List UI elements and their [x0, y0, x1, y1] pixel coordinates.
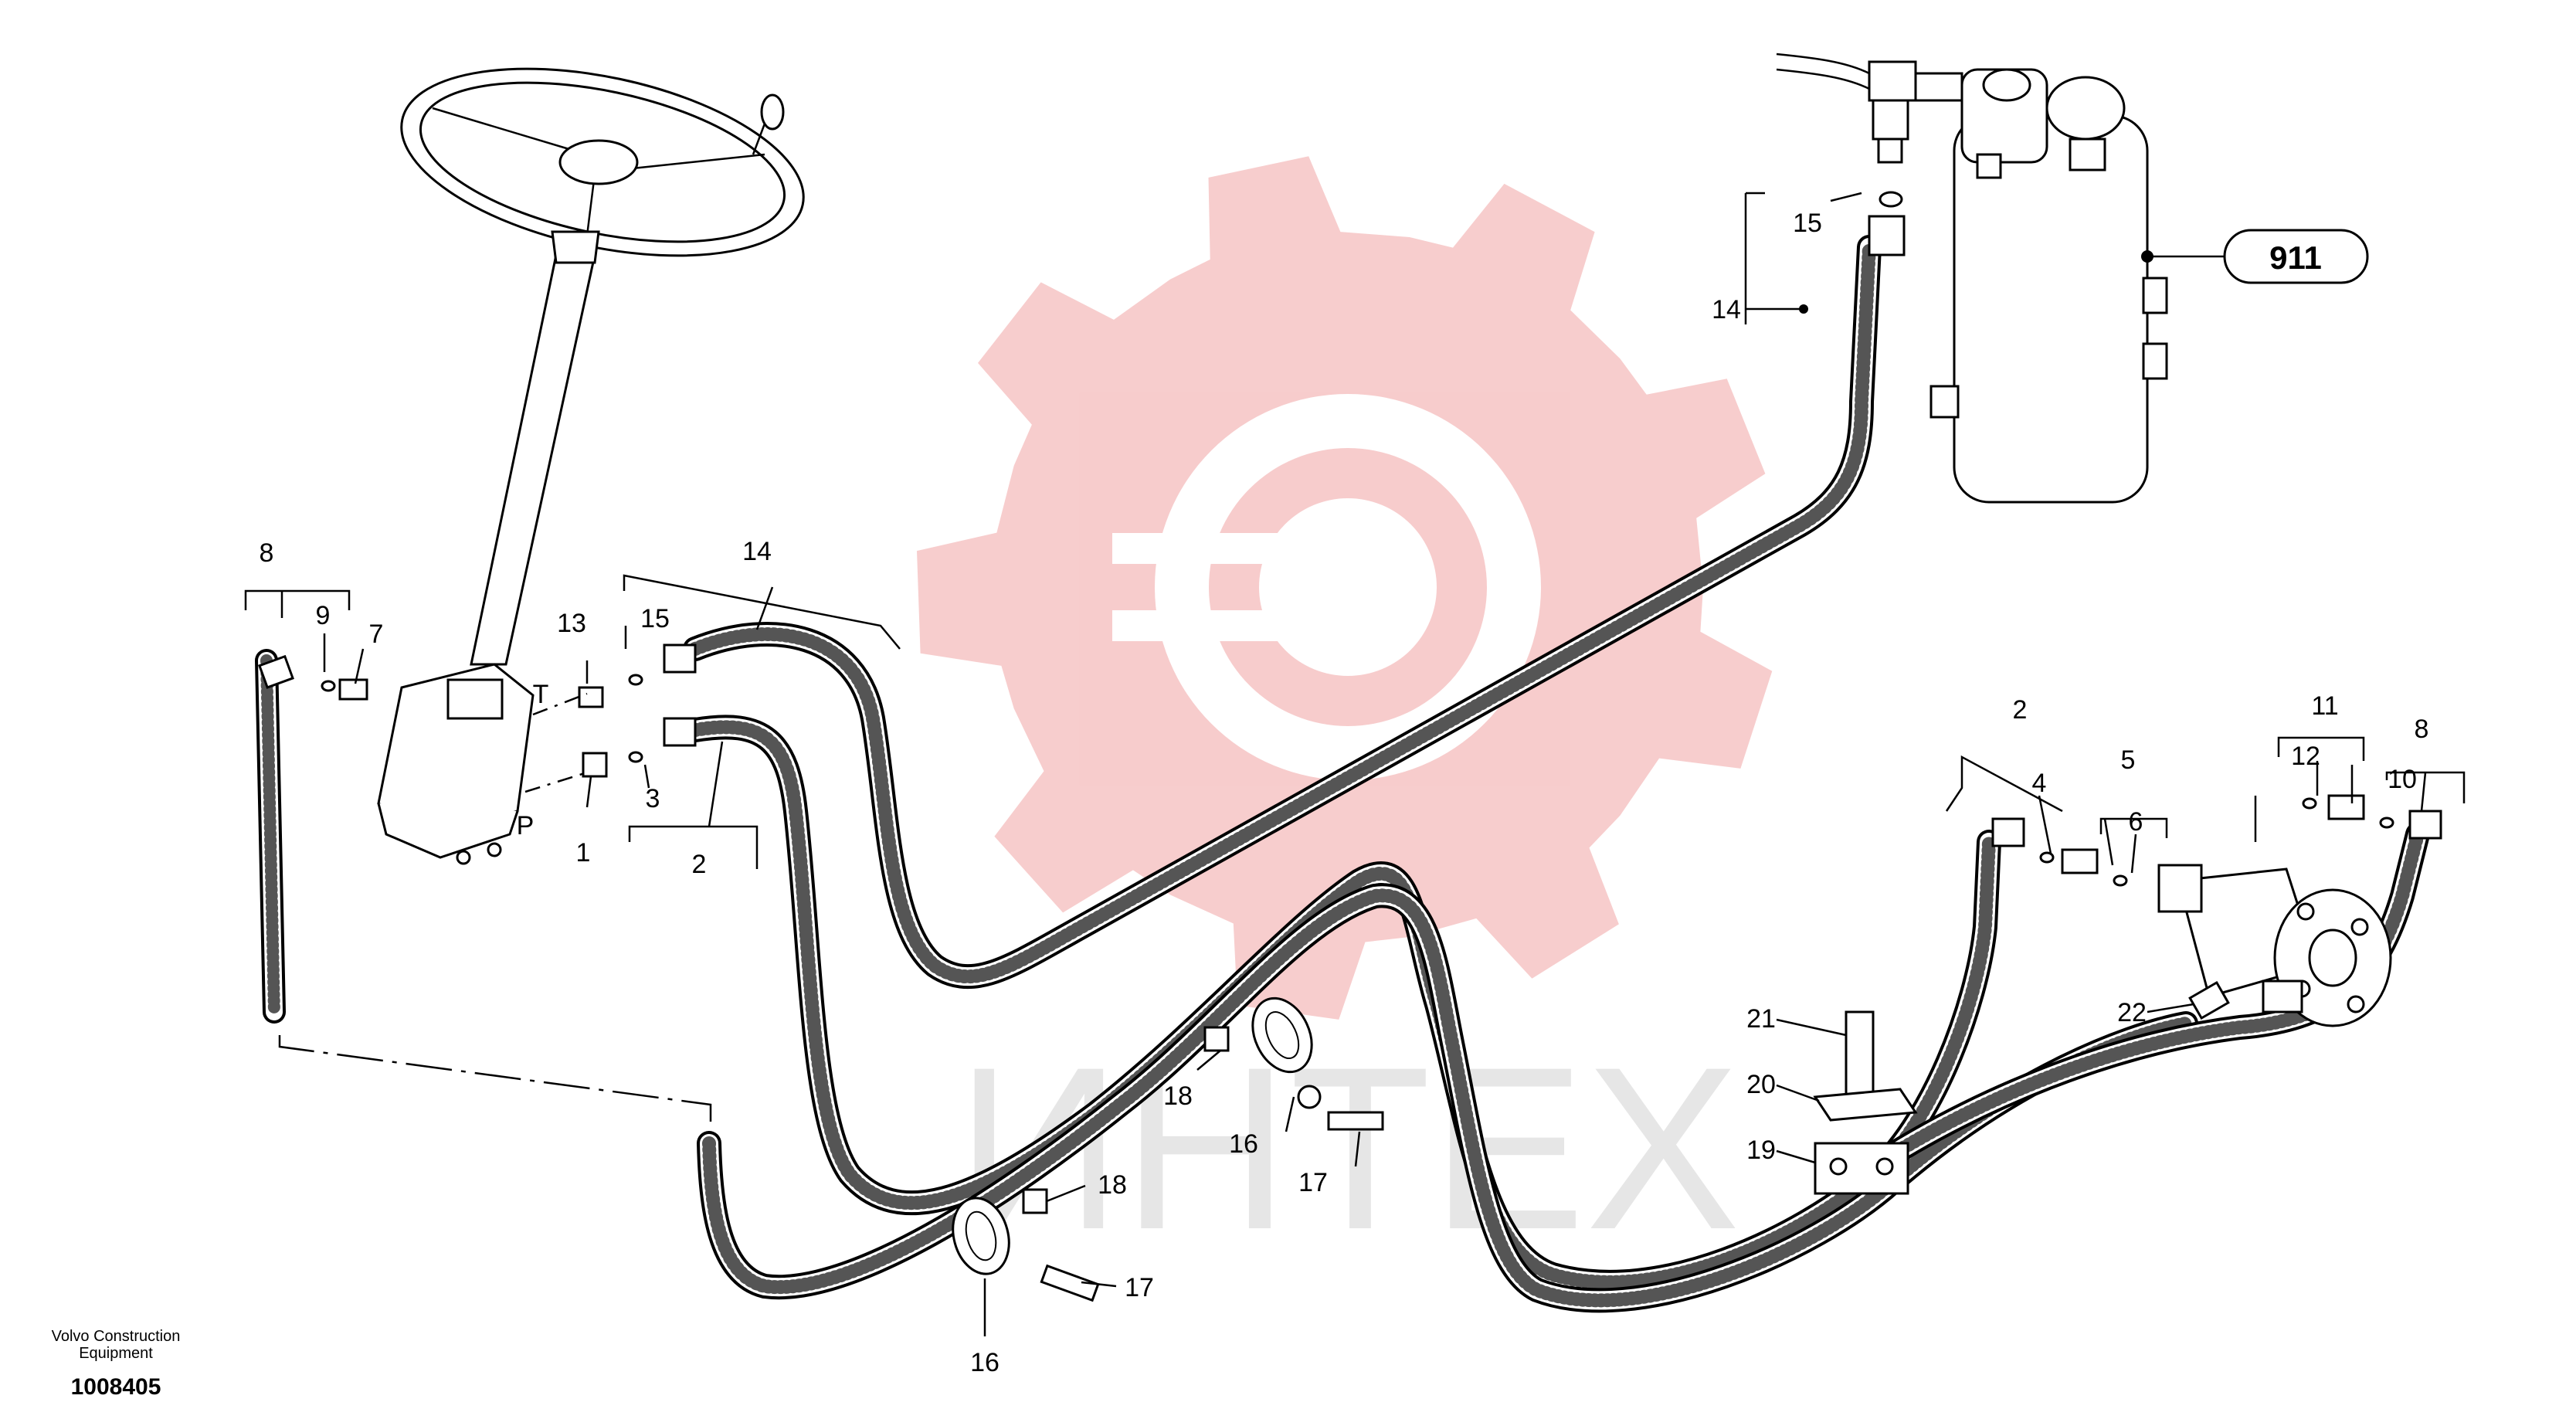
steering-column [470, 230, 600, 666]
label-17-b: 17 [1125, 1273, 1154, 1302]
steering-unit [377, 663, 535, 865]
hose-drain-texture [260, 654, 280, 1018]
callout-911-label: 911 [2269, 239, 2322, 276]
label-1: 1 [576, 838, 591, 867]
watermark-gear [917, 156, 1773, 1020]
label-19: 19 [1746, 1136, 1776, 1165]
priority-valve [1929, 68, 2168, 504]
label-20: 20 [1746, 1070, 1776, 1099]
label-18-b: 18 [1098, 1170, 1127, 1200]
label-3: 3 [646, 784, 660, 813]
steering-wheel [400, 67, 805, 257]
label-14-right: 14 [1712, 295, 1741, 324]
watermark-text: ИНТЕХ [955, 1018, 1740, 1278]
port-label-t: T [533, 680, 549, 709]
steering-cylinder [2157, 864, 2392, 1027]
hose-pressure-a-texture [688, 720, 1996, 1289]
label-7: 7 [369, 620, 384, 649]
label-22: 22 [2117, 998, 2147, 1027]
label-8-left: 8 [260, 538, 274, 568]
clamps [952, 996, 1918, 1302]
label-10: 10 [2388, 765, 2417, 794]
label-5: 5 [2121, 745, 2136, 775]
label-21: 21 [1746, 1004, 1776, 1034]
label-2-left: 2 [692, 850, 707, 879]
label-9: 9 [316, 601, 331, 630]
label-14-top: 14 [742, 537, 772, 566]
label-15-left: 15 [640, 604, 670, 633]
footer-brand-line1: Volvo Construction [52, 1328, 181, 1345]
label-2-right: 2 [2013, 695, 2028, 725]
tee-fitting-top [1776, 53, 1963, 256]
label-12: 12 [2291, 742, 2320, 771]
label-11: 11 [2311, 691, 2338, 721]
callout-911: 911 [2141, 229, 2369, 284]
label-16-a: 16 [1229, 1129, 1258, 1159]
footer: Volvo Construction Equipment 1008405 [52, 1328, 181, 1400]
label-15-right: 15 [1793, 209, 1822, 238]
label-6: 6 [2129, 807, 2143, 837]
label-8-right: 8 [2415, 715, 2429, 744]
label-18-a: 18 [1163, 1081, 1193, 1111]
port-label-p: P [517, 811, 535, 840]
label-4: 4 [2032, 769, 2047, 798]
label-13: 13 [557, 609, 586, 638]
label-17-a: 17 [1298, 1168, 1328, 1197]
label-16-b: 16 [970, 1348, 1000, 1377]
part-labels: 8 9 7 13 15 14 1 3 2 15 14 2 4 5 6 11 12… [260, 209, 2429, 1377]
fittings [257, 643, 2442, 1020]
hose-long-tank-texture [688, 240, 1876, 983]
footer-brand-line2: Equipment [79, 1345, 153, 1362]
leader-lines [244, 192, 2466, 1336]
footer-code: 1008405 [71, 1374, 161, 1400]
